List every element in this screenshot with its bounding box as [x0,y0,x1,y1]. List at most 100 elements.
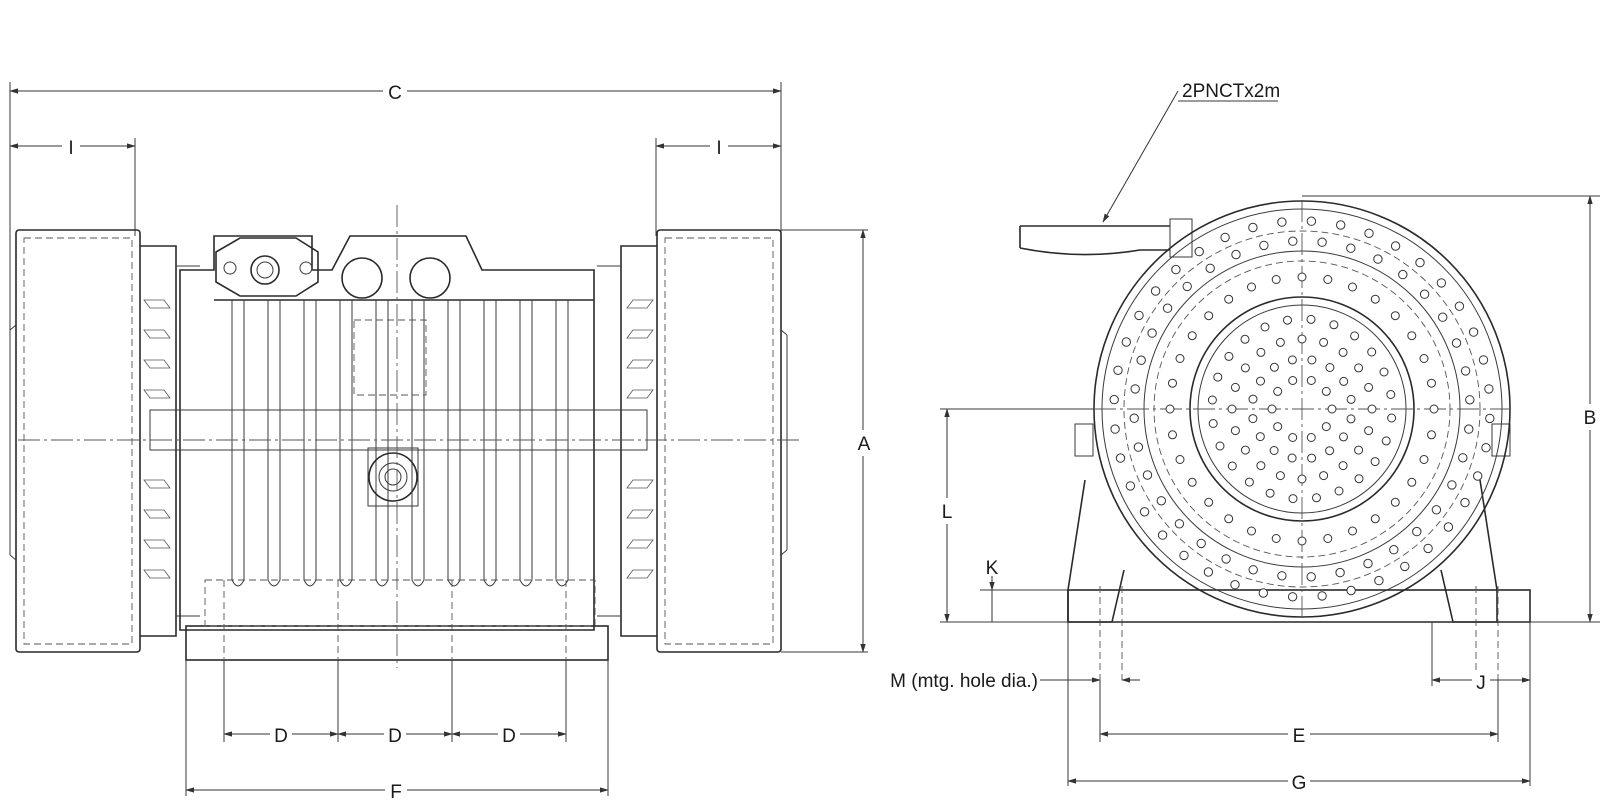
vent-hole [1336,220,1346,230]
vent-hole [1267,404,1277,414]
vent-hole [1363,558,1373,569]
cable-label: 2PNCTx2m [1182,81,1280,102]
vent-hole [1168,430,1177,440]
vent-hole [1436,278,1447,288]
vent-hole [1227,404,1237,414]
vent-hole [1373,254,1383,264]
dim-label-d-2: D [388,726,402,747]
vent-hole [1136,355,1146,365]
front-view: C I I A D D D F [9,79,876,800]
vent-hole [1224,351,1234,361]
vent-hole [1364,426,1374,436]
vent-hole [1168,378,1177,388]
vent-hole [1387,413,1397,423]
vent-hole [1248,414,1258,424]
vent-hole [1275,337,1285,347]
vent-hole [1204,497,1214,507]
vent-hole [1374,575,1384,586]
dim-label-a: A [858,434,871,455]
vent-hole [1175,455,1185,464]
vent-hole [1187,331,1197,341]
vent-hole [1194,246,1204,257]
dim-label-l: L [942,502,953,523]
vent-hole [1427,378,1436,388]
vent-hole [1317,591,1327,601]
vent-hole [1265,488,1275,498]
dim-label-d-3: D [502,726,516,747]
vent-hole [1182,281,1192,292]
vent-hole [1306,216,1317,226]
vent-hole [1125,481,1136,491]
dim-label-d-1: D [274,726,288,747]
vent-hole [1431,505,1442,515]
vent-hole [1255,432,1265,442]
vent-hole [1130,384,1140,394]
vent-hole [1248,565,1258,575]
vent-hole [1269,362,1279,372]
vent-hole [1348,282,1357,292]
vent-hole [1224,514,1234,524]
vent-hole [1429,404,1439,414]
vent-hole [1240,445,1250,455]
vent-hole [1364,382,1374,392]
vent-hole [1379,367,1389,377]
vent-hole [1224,294,1234,304]
vent-hole [1419,354,1429,363]
vent-hole [1319,337,1329,347]
dim-label-b: B [1584,408,1597,429]
dim-label-g: G [1292,773,1307,794]
vent-hole [1215,441,1225,451]
vent-hole [1277,217,1287,227]
vent-hole [1484,384,1494,394]
vent-hole [1354,445,1364,455]
vent-hole [1134,310,1144,321]
dim-label-i-left: I [68,138,73,159]
vent-hole [1297,536,1307,546]
vent-hole [1259,240,1269,251]
dim-label-m: M (mtg. hole dia.) [890,671,1038,692]
vent-hole [1354,474,1364,484]
vent-hole [1485,413,1495,424]
vent-hole [1256,461,1266,471]
ventilation-holes [1109,216,1495,602]
vent-hole [1412,526,1422,537]
vent-hole [1306,376,1316,385]
vent-hole [1423,543,1433,554]
vent-hole [1334,486,1344,496]
vent-hole [1370,514,1380,524]
vent-hole [1306,572,1316,582]
vent-hole [1346,243,1356,253]
dim-label-j: J [1476,673,1486,694]
vent-hole [1348,526,1357,536]
dim-label-k: K [986,558,999,579]
vent-hole [1319,471,1329,481]
vent-hole [1419,289,1430,299]
vent-hole [1386,390,1396,399]
vent-hole [1346,394,1356,404]
vent-hole [1275,471,1285,481]
vent-hole [1465,395,1475,405]
vent-hole [1327,404,1337,414]
vent-hole [1110,424,1120,434]
vent-hole [1335,567,1345,578]
vent-hole [1256,347,1266,357]
vent-hole [1129,413,1139,423]
vent-hole [1297,334,1307,344]
vent-hole [1427,430,1436,440]
vent-hole [1174,519,1185,529]
vent-hole [1240,363,1250,373]
dim-label-i-right: I [716,138,721,159]
vent-hole [1367,347,1377,357]
vent-hole [1460,366,1471,376]
vent-hole [1230,580,1240,590]
vent-hole [1346,414,1356,424]
vent-hole [1306,314,1316,324]
vent-hole [1113,365,1123,375]
vent-hole [1207,395,1217,405]
vent-hole [1247,526,1256,536]
vent-hole [1381,436,1391,446]
vent-hole [1419,455,1429,464]
vent-hole [1157,530,1168,540]
vent-hole [1321,386,1331,396]
